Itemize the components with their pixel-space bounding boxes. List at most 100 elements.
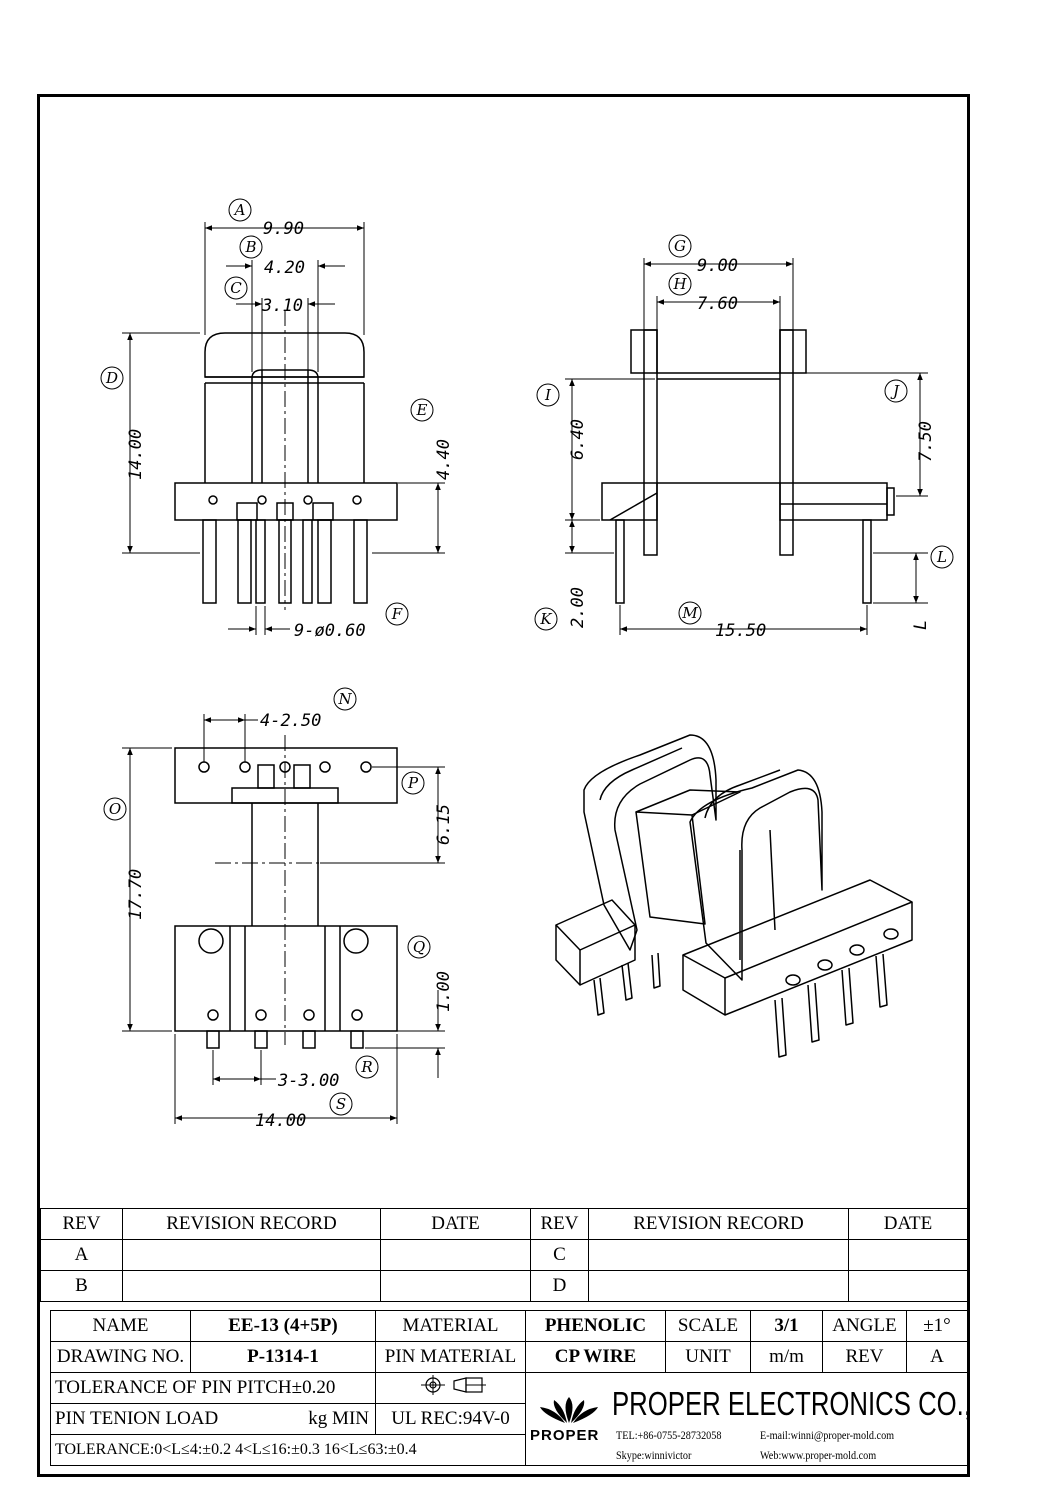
position-tolerance-icon bbox=[420, 1375, 486, 1395]
table-row: A C bbox=[40, 1239, 968, 1271]
proper-logo-icon bbox=[540, 1397, 598, 1423]
technical-drawing: 9.90 4.20 3.10 14.00 4.40 9-ø0.60 9.00 7… bbox=[100, 198, 954, 1131]
material-value: PHENOLIC bbox=[525, 1310, 666, 1342]
label-A: A bbox=[233, 201, 246, 219]
unit-label: UNIT bbox=[665, 1341, 751, 1373]
revision-record-header: REVISION RECORD bbox=[122, 1208, 381, 1240]
label-L: L bbox=[936, 548, 947, 566]
dim-text-A: 9.90 bbox=[263, 219, 304, 239]
dim-text-E: 4.40 bbox=[434, 439, 454, 480]
dim-text-L: L bbox=[911, 620, 931, 630]
pin-material-value: CP WIRE bbox=[525, 1341, 666, 1373]
bottom-view-dimensions bbox=[122, 714, 445, 1124]
label-K: K bbox=[539, 610, 552, 628]
rev-header: REV bbox=[40, 1208, 123, 1240]
date-cell bbox=[848, 1239, 968, 1271]
dim-text-H: 7.60 bbox=[697, 294, 738, 314]
revision-record-cell bbox=[122, 1270, 381, 1302]
date-header-2: DATE bbox=[848, 1208, 968, 1240]
dim-text-M: 15.50 bbox=[715, 621, 766, 641]
label-F: F bbox=[391, 605, 403, 623]
label-S: S bbox=[336, 1095, 346, 1113]
rev-value: A bbox=[906, 1341, 968, 1373]
unit-value: m/m bbox=[750, 1341, 823, 1373]
label-I: I bbox=[544, 386, 552, 404]
side-view bbox=[601, 329, 895, 604]
revision-record-cell bbox=[588, 1270, 849, 1302]
revision-record-cell bbox=[588, 1239, 849, 1271]
company-name: PROPER ELECTRONICS CO.,LTD bbox=[612, 1385, 967, 1422]
date-cell bbox=[848, 1270, 968, 1302]
angle-value: ±1° bbox=[906, 1310, 968, 1342]
label-J: J bbox=[890, 382, 900, 400]
revision-record-cell bbox=[122, 1239, 381, 1271]
label-B: B bbox=[244, 238, 256, 256]
date-cell bbox=[380, 1239, 531, 1271]
dim-text-J: 7.50 bbox=[916, 421, 936, 462]
material-label: MATERIAL bbox=[375, 1310, 526, 1342]
date-cell bbox=[380, 1270, 531, 1302]
dim-text-P: 6.15 bbox=[434, 804, 454, 845]
label-H: H bbox=[672, 275, 687, 293]
pin-tension-cell: PIN TENION LOAD kg MIN bbox=[50, 1403, 376, 1435]
title-row-2: DRAWING NO. P-1314-1 PIN MATERIAL CP WIR… bbox=[50, 1341, 968, 1373]
isometric-view bbox=[555, 734, 913, 1058]
label-R: R bbox=[360, 1058, 372, 1076]
scale-label: SCALE bbox=[665, 1310, 751, 1342]
angle-label: ANGLE bbox=[822, 1310, 907, 1342]
title-row-4: PIN TENION LOAD kg MIN UL REC:94V-0 bbox=[50, 1403, 968, 1435]
revision-record-header-2: REVISION RECORD bbox=[588, 1208, 849, 1240]
dim-text-I: 6.40 bbox=[568, 419, 588, 460]
logo-text: PROPER bbox=[530, 1427, 600, 1444]
bottom-view bbox=[174, 735, 398, 1049]
label-N: N bbox=[337, 690, 352, 708]
rev-cell: B bbox=[40, 1270, 123, 1302]
rev-cell: A bbox=[40, 1239, 123, 1271]
rev-cell: D bbox=[530, 1270, 589, 1302]
dim-text-S: 14.00 bbox=[255, 1111, 306, 1131]
tolerance-pitch: TOLERANCE OF PIN PITCH±0.20 bbox=[50, 1372, 376, 1404]
company-tel: TEL:+86-0755-28732058 bbox=[616, 1428, 722, 1442]
front-view-dimensions bbox=[122, 222, 445, 635]
title-row-3: TOLERANCE OF PIN PITCH±0.20 bbox=[50, 1372, 968, 1466]
dim-text-K: 2.00 bbox=[568, 587, 588, 628]
name-label: NAME bbox=[50, 1310, 191, 1342]
rev-label: REV bbox=[822, 1341, 907, 1373]
label-O: O bbox=[109, 800, 121, 818]
dim-text-R: 3-3.00 bbox=[277, 1071, 339, 1091]
circled-labels bbox=[100, 198, 954, 1116]
name-value: EE-13 (4+5P) bbox=[190, 1310, 376, 1342]
table-row: B D bbox=[40, 1270, 968, 1302]
title-block: NAME EE-13 (4+5P) MATERIAL PHENOLIC SCAL… bbox=[50, 1310, 968, 1472]
circled-label-texts: A B C D E F G H I J K L M N O P Q R S bbox=[105, 201, 947, 1113]
ul-rec: UL REC:94V-0 bbox=[375, 1403, 526, 1435]
title-row-5: TOLERANCE:0<L≤4:±0.2 4<L≤16:±0.3 16<L≤63… bbox=[50, 1434, 968, 1466]
dim-text-F: 9-ø0.60 bbox=[294, 621, 366, 641]
dim-text-Q: 1.00 bbox=[434, 971, 454, 1012]
pin-material-label: PIN MATERIAL bbox=[375, 1341, 526, 1373]
dim-text-D: 14.00 bbox=[126, 429, 146, 480]
position-symbol-cell bbox=[375, 1372, 526, 1404]
label-G: G bbox=[674, 237, 686, 255]
dim-text-B: 4.20 bbox=[264, 258, 305, 278]
drawing-no-label: DRAWING NO. bbox=[50, 1341, 191, 1373]
revision-header-row: REV REVISION RECORD DATE REV REVISION RE… bbox=[40, 1208, 968, 1240]
label-D: D bbox=[105, 369, 118, 387]
drawing-no-value: P-1314-1 bbox=[190, 1341, 376, 1373]
drawing-sheet-border bbox=[37, 94, 970, 1477]
side-view-dimensions bbox=[565, 258, 928, 635]
front-view bbox=[174, 310, 398, 610]
tolerance-general: TOLERANCE:0<L≤4:±0.2 4<L≤16:±0.3 16<L≤63… bbox=[50, 1434, 526, 1466]
pin-tension-unit: kg MIN bbox=[308, 1408, 369, 1429]
company-web: Web:www.proper-mold.com bbox=[760, 1448, 877, 1462]
dimension-texts: 9.90 4.20 3.10 14.00 4.40 9-ø0.60 9.00 7… bbox=[126, 219, 936, 1131]
revision-table: REV REVISION RECORD DATE REV REVISION RE… bbox=[40, 1208, 968, 1302]
title-block-table: NAME EE-13 (4+5P) MATERIAL PHENOLIC SCAL… bbox=[50, 1310, 968, 1466]
dim-text-O: 17.70 bbox=[126, 869, 146, 920]
label-Q: Q bbox=[413, 938, 425, 956]
dim-text-G: 9.00 bbox=[697, 256, 738, 276]
label-E: E bbox=[416, 401, 428, 419]
rev-header-2: REV bbox=[530, 1208, 589, 1240]
scale-value: 3/1 bbox=[750, 1310, 823, 1342]
dim-text-N: 4-2.50 bbox=[260, 711, 321, 731]
